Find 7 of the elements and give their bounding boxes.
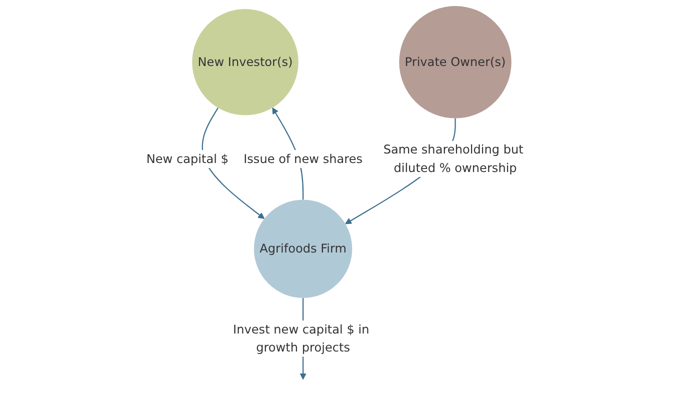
node-circle: New Investor(s)	[192, 9, 298, 116]
node-circle: Agrifoods Firm	[254, 200, 352, 298]
edge-label: Issue of new shares	[244, 151, 363, 166]
edge-label: Same shareholding but diluted % ownership	[383, 142, 524, 175]
edge-label: New capital $	[146, 151, 228, 166]
node-circle: Private Owner(s)	[399, 6, 512, 118]
edge-label: Invest new capital $ in growth projects	[233, 322, 370, 354]
